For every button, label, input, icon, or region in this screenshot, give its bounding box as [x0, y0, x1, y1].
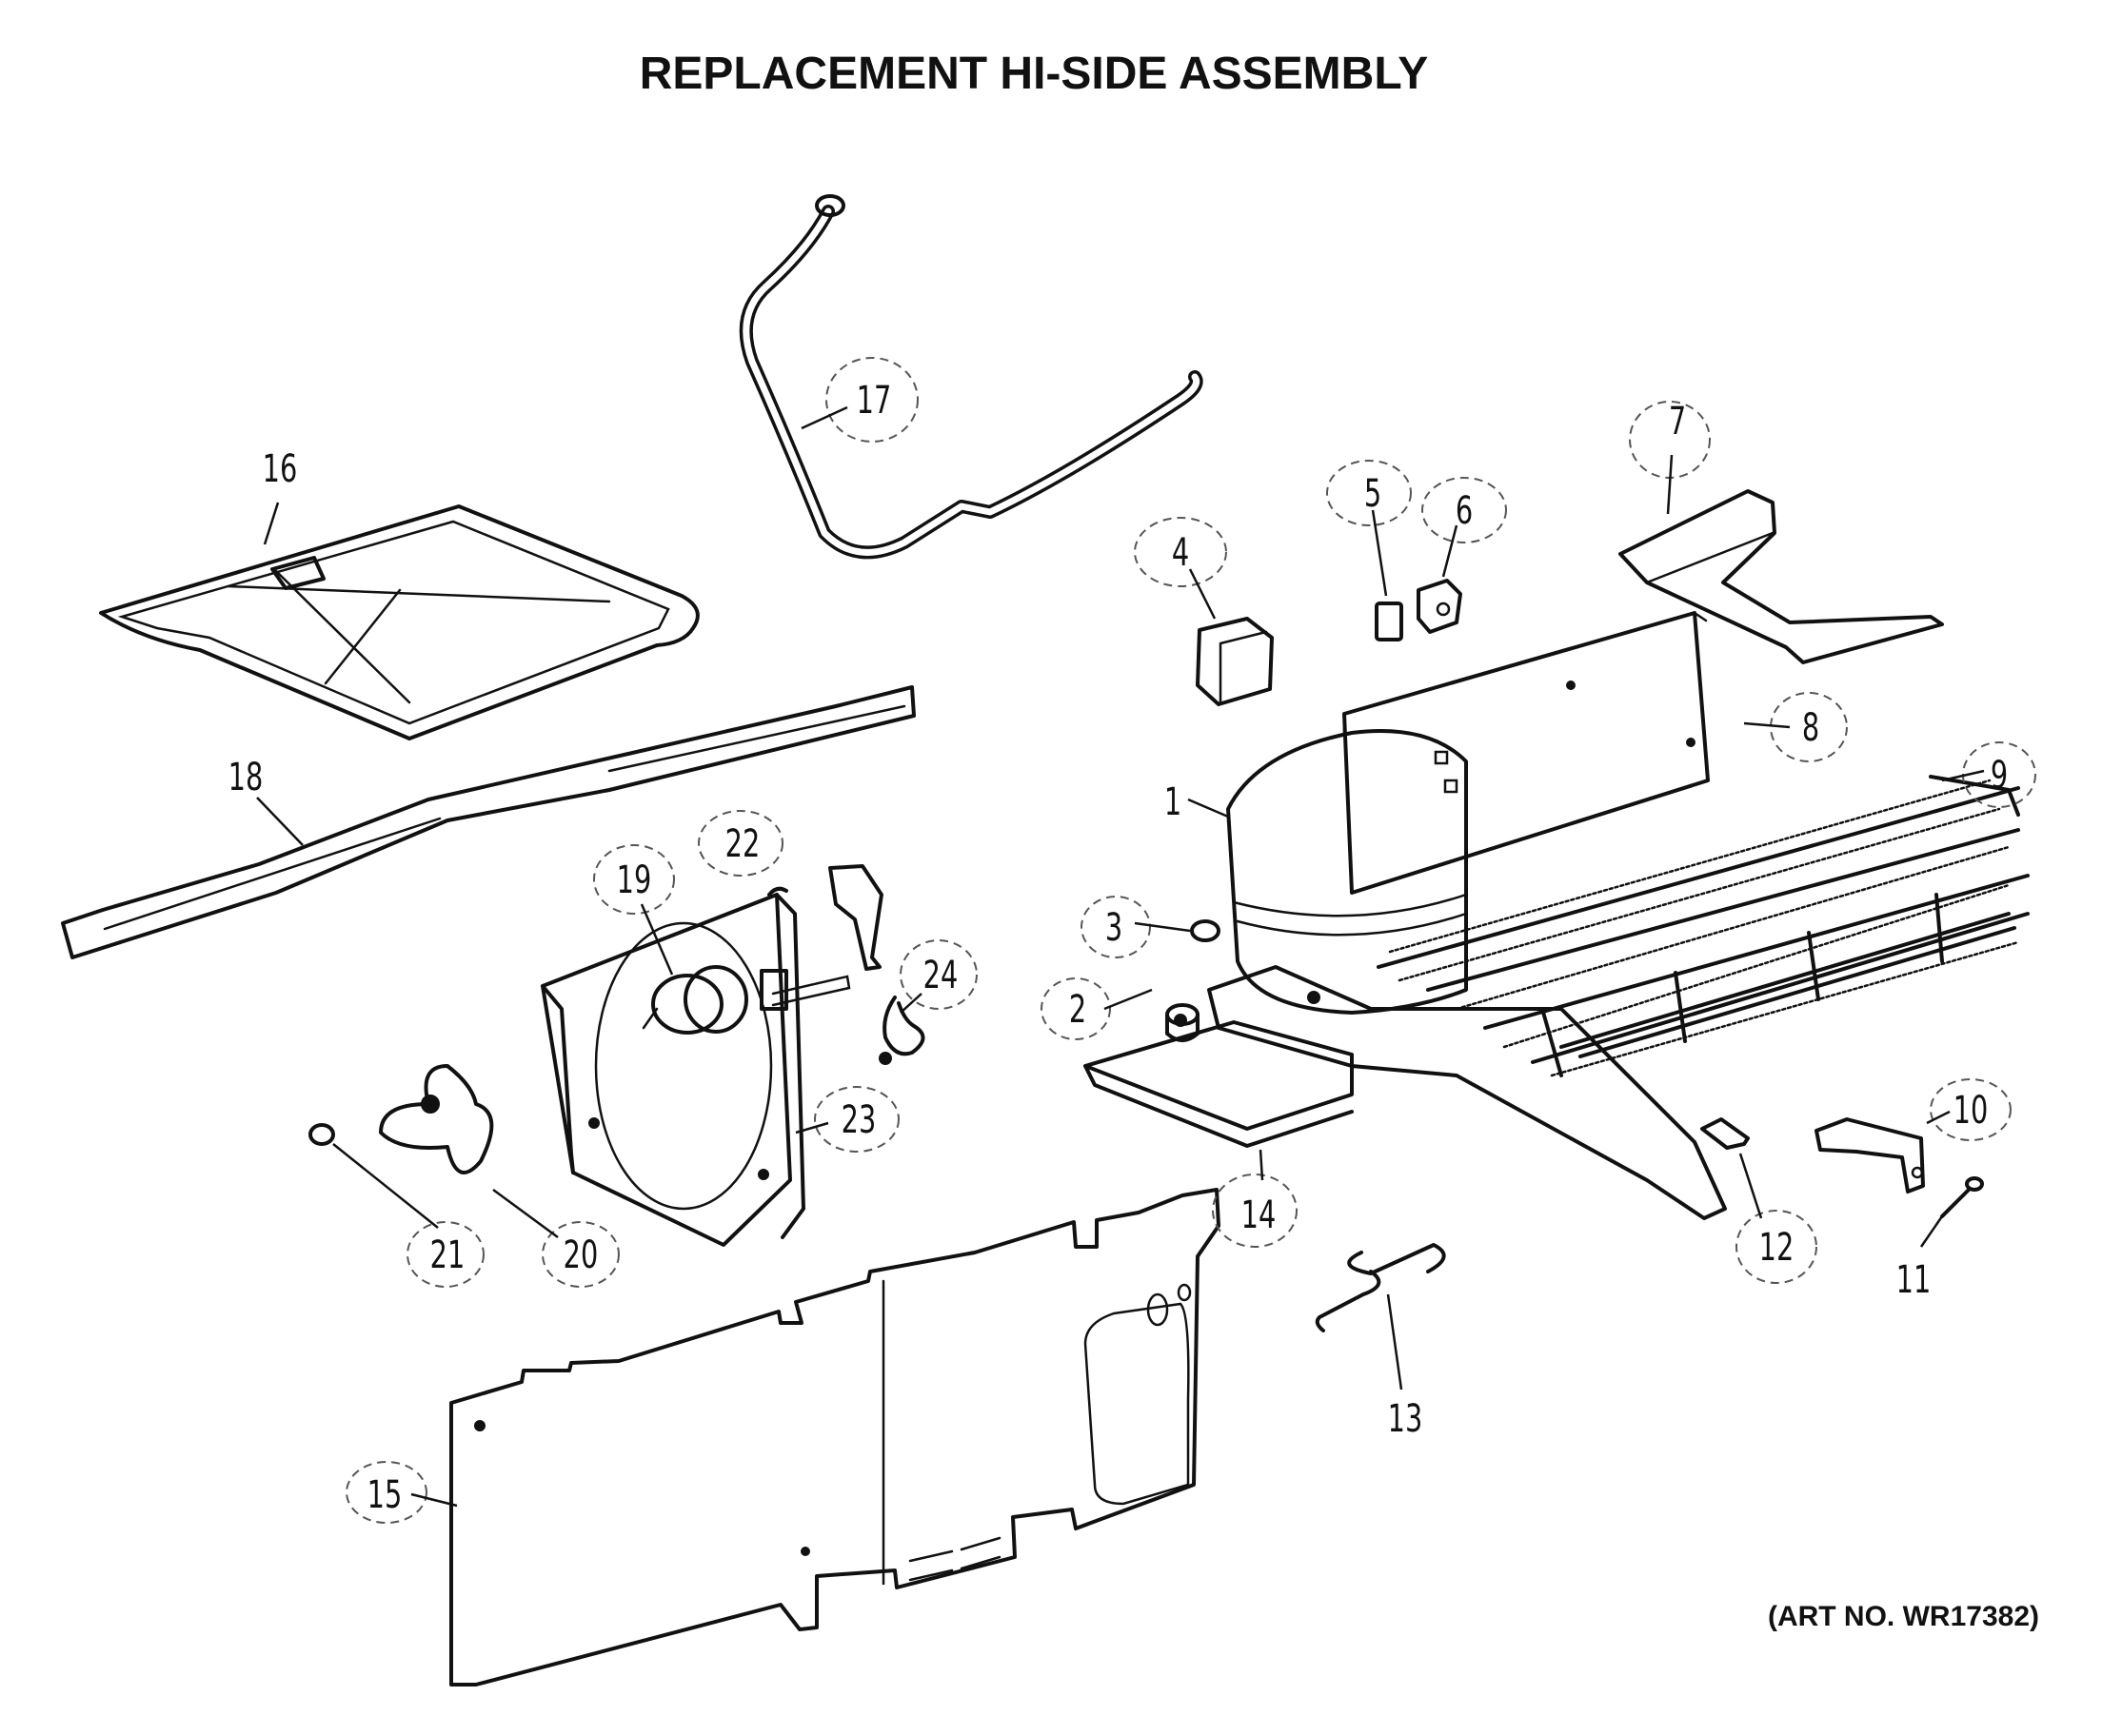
part-4-relay [1196, 617, 1274, 706]
part-19-fan-motor [642, 965, 851, 1035]
callout-8: 8 [1802, 706, 1819, 750]
callout-15: 15 [367, 1473, 403, 1517]
part-8-cover-panel [1342, 611, 1710, 895]
part-23-fan-bracket [541, 893, 805, 1247]
part-21-nut [308, 1123, 335, 1146]
part-9-condenser [1377, 775, 2030, 1077]
part-15-back-panel [449, 1188, 1220, 1687]
callout-22: 22 [725, 822, 761, 866]
callout-13: 13 [1388, 1397, 1423, 1441]
part-18-rail [61, 685, 916, 959]
part-6-start-device [1417, 579, 1462, 634]
part-20-fan-blade [379, 1064, 494, 1174]
callout-10: 10 [1953, 1089, 1989, 1133]
callout-16: 16 [263, 447, 298, 491]
callout-9: 9 [1991, 754, 2008, 798]
part-17-tube [739, 194, 1203, 560]
callout-4: 4 [1172, 531, 1189, 575]
callout-19: 19 [617, 858, 652, 902]
callout-2: 2 [1069, 988, 1086, 1032]
part-13-spring [1315, 1243, 1446, 1332]
callout-18: 18 [228, 756, 264, 799]
part-7-bracket [1618, 489, 1944, 664]
diagram-title: REPLACEMENT HI-SIDE ASSEMBLY [640, 49, 1429, 99]
callout-5: 5 [1364, 472, 1381, 516]
part-14-base-plate [1083, 965, 1727, 1220]
callout-20: 20 [564, 1233, 599, 1277]
part-10-bracket [1814, 1117, 1925, 1194]
callout-6: 6 [1456, 489, 1473, 533]
part-16-drain-pan [99, 504, 700, 740]
callout-11: 11 [1896, 1258, 1932, 1302]
callout-7: 7 [1669, 400, 1686, 444]
art-number: (ART NO. WR17382) [1768, 1601, 2039, 1632]
part-11-screw [1940, 1176, 1984, 1218]
part-3-grommet [1190, 919, 1220, 942]
part-5-overload [1375, 602, 1403, 641]
callout-23: 23 [842, 1098, 877, 1142]
strap-bracket [828, 864, 883, 971]
callout-17: 17 [857, 379, 892, 423]
part-22-clip [767, 886, 788, 897]
part-12-clip [1700, 1117, 1750, 1150]
callout-14: 14 [1241, 1194, 1277, 1237]
part-24-wire [879, 996, 925, 1065]
callout-3: 3 [1105, 906, 1122, 950]
callouts: 1 2 3 4 5 6 7 8 9 10 [228, 357, 2036, 1524]
callout-1: 1 [1164, 780, 1181, 824]
part-1-compressor [1226, 729, 1468, 1015]
callout-24: 24 [923, 954, 959, 997]
callout-12: 12 [1759, 1226, 1795, 1270]
part-2-mount [1165, 1003, 1200, 1042]
callout-21: 21 [430, 1233, 466, 1277]
